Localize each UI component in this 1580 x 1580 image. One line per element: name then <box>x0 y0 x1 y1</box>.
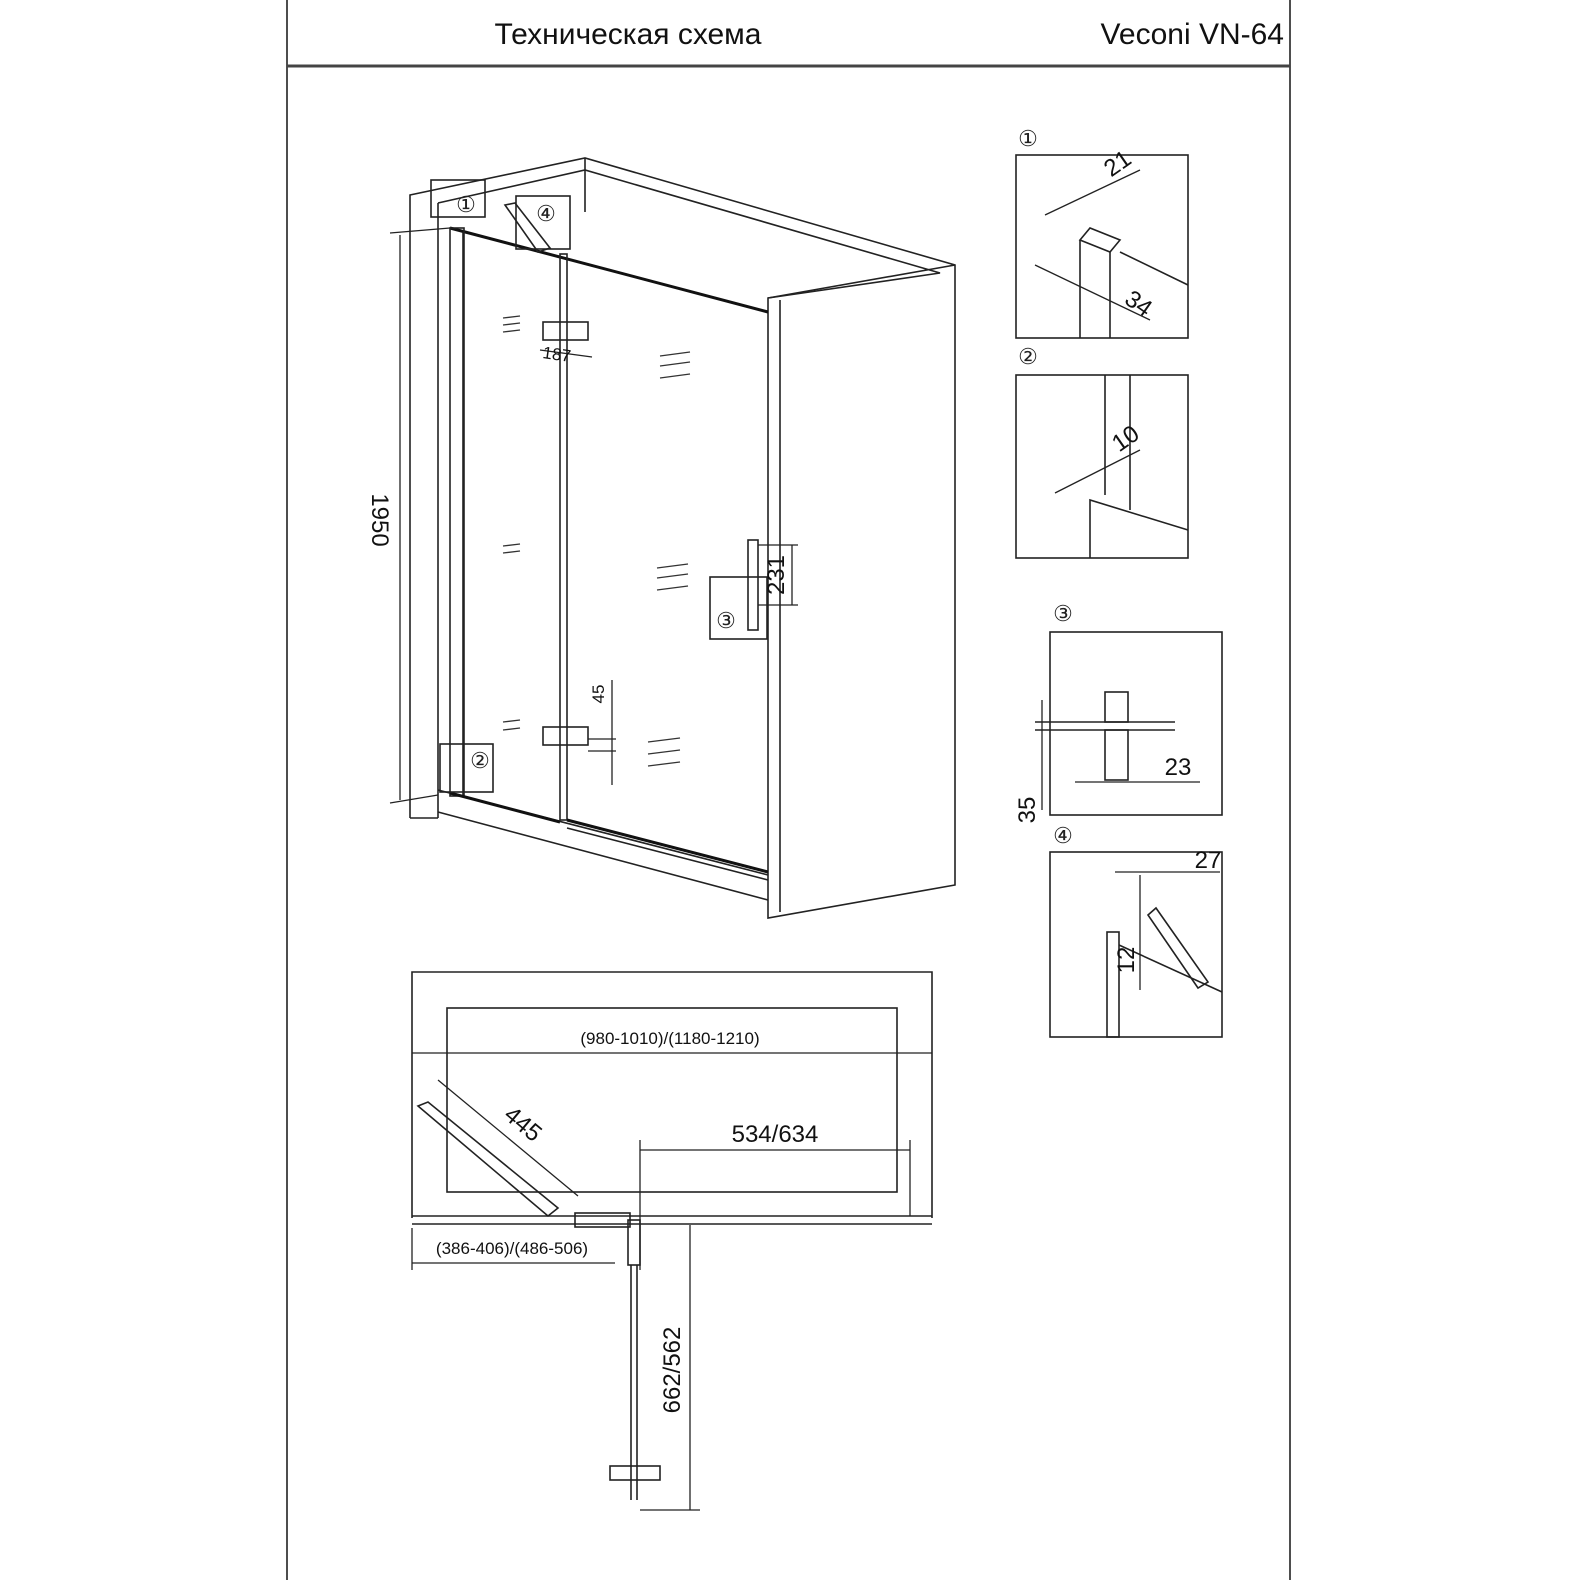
dim-fold-panel: 445 <box>499 1101 547 1147</box>
dim-total-width: (980-1010)/(1180-1210) <box>580 1029 759 1048</box>
dim-fixed-width: (386-406)/(486-506) <box>436 1239 588 1258</box>
detail-1: ① 21 34 <box>1015 127 1189 339</box>
svg-text:27: 27 <box>1195 847 1222 874</box>
detail-4: ④ 27 12 <box>1049 824 1223 1038</box>
dim-door-depth: 662/562 <box>659 1327 686 1414</box>
dim-door-width: 534/634 <box>732 1121 819 1148</box>
dim-hinge-width: 187 <box>541 343 572 366</box>
svg-text:①: ① <box>1018 127 1038 152</box>
svg-text:21: 21 <box>1099 145 1136 182</box>
perspective-view: ① ④ ③ ② 1950 187 231 45 <box>366 157 956 919</box>
svg-text:10: 10 <box>1107 420 1144 457</box>
callout-3: ③ <box>716 609 736 634</box>
header: Техническая схема Veconi VN-64 <box>286 0 1291 1580</box>
detail-3: ③ 23 35 <box>1014 602 1223 824</box>
detail-2: ② 10 <box>1015 345 1189 559</box>
svg-text:②: ② <box>1018 345 1038 370</box>
model-name: Veconi VN-64 <box>1101 18 1284 51</box>
callout-1: ① <box>456 193 476 218</box>
dim-hinge-offset: 45 <box>589 685 608 704</box>
svg-text:34: 34 <box>1120 285 1157 322</box>
svg-text:35: 35 <box>1014 797 1041 824</box>
svg-text:12: 12 <box>1113 947 1140 974</box>
svg-text:③: ③ <box>1053 602 1073 627</box>
dim-handle-height: 231 <box>763 555 790 595</box>
svg-text:④: ④ <box>1053 824 1073 849</box>
callout-4: ④ <box>536 202 556 227</box>
callout-2: ② <box>470 749 490 774</box>
dim-height: 1950 <box>366 493 393 546</box>
svg-text:23: 23 <box>1165 754 1192 781</box>
page-title: Техническая схема <box>494 18 761 51</box>
plan-view: (980-1010)/(1180-1210) 445 534/634 (386-… <box>411 971 933 1511</box>
